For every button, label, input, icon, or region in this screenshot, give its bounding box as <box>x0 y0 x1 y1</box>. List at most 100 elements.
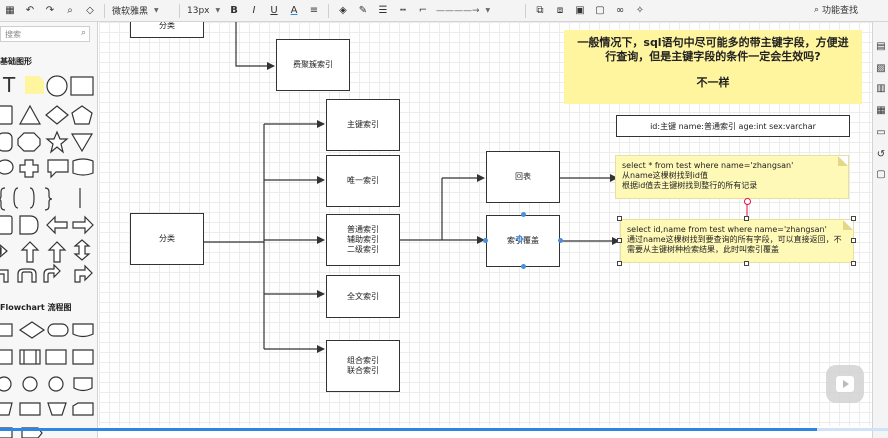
feature-search[interactable]: ⌕ 功能查找 <box>813 3 858 17</box>
back-to-table-box[interactable]: 回表 <box>486 151 560 203</box>
resize-handle[interactable] <box>851 216 856 221</box>
page-panel-icon[interactable]: ▥ <box>876 82 886 94</box>
flowchart-section-title[interactable]: Flowchart 流程图 <box>0 303 72 312</box>
up-arrow-alt-shape <box>47 241 67 263</box>
line-width-icon[interactable]: ☰ <box>378 5 388 16</box>
resize-handle[interactable] <box>617 238 622 243</box>
table-fields-box[interactable]: id:主键 name:普通索引 age:int sex:varchar <box>616 115 850 137</box>
underline-button[interactable]: U <box>270 5 278 16</box>
lock-icon[interactable]: ▣ <box>575 5 585 16</box>
line-color-icon[interactable]: ✎ <box>358 5 368 16</box>
search-icon: ⌕ <box>813 4 819 15</box>
question-note[interactable]: 一般情况下，sql语句中尽可能多的带主键字段，方便进行查询，但是主键字段的条件一… <box>564 30 862 104</box>
arrow-style-icon: ————→ <box>436 5 480 16</box>
rectangle-shape <box>70 76 94 96</box>
resize-handle[interactable] <box>744 216 749 221</box>
multi-document-shape <box>73 377 93 392</box>
arrange-icon[interactable]: ▦ <box>5 5 15 16</box>
group-icon[interactable]: ▢ <box>595 5 605 16</box>
text-shape: T <box>2 73 16 97</box>
image-panel-icon[interactable]: ▨ <box>876 62 886 74</box>
font-size-select[interactable]: 13px▼ <box>184 3 224 19</box>
normal-index-box[interactable]: 普通索引 辅助索引 二级索引 <box>326 214 400 266</box>
layers-panel-icon[interactable]: ▦ <box>876 104 886 116</box>
bring-front-icon[interactable]: ⧉ <box>536 5 544 16</box>
magic-icon[interactable]: ✧ <box>635 5 645 16</box>
connection-point[interactable] <box>483 238 488 243</box>
delay-shape <box>19 215 39 235</box>
send-back-icon[interactable]: ⧈ <box>556 5 564 16</box>
rotate-handle[interactable] <box>744 198 751 205</box>
octagon-shape <box>17 132 41 152</box>
note2-desc: 通过name这棵树找到要查询的所有字段，可以直接返回，不需要从主键树种检索结果，… <box>627 235 842 254</box>
pentagon-shape <box>71 105 93 125</box>
category-top-box[interactable]: 分类 <box>130 22 204 38</box>
align-icon[interactable]: ≡ <box>309 5 319 16</box>
u-turn-shape <box>17 268 37 283</box>
callout-shape <box>47 159 69 179</box>
connection-point[interactable] <box>521 212 526 217</box>
link-icon[interactable]: ∞ <box>615 5 625 16</box>
note-shape <box>25 76 44 94</box>
right-arrow-shape <box>72 215 94 235</box>
card-shape <box>0 215 13 235</box>
resize-handle[interactable] <box>851 261 856 266</box>
basic-shapes-section-title[interactable]: 基础图形 <box>0 57 32 66</box>
divider <box>525 3 526 18</box>
text-color-button[interactable]: A <box>290 5 298 16</box>
play-button[interactable] <box>826 365 864 403</box>
undo-icon[interactable]: ↶ <box>25 5 35 16</box>
note-fold <box>838 156 848 166</box>
category-box[interactable]: 分类 <box>130 213 204 265</box>
connection-point[interactable] <box>558 238 563 243</box>
basic-shapes-grid[interactable]: T <box>0 70 98 300</box>
fill-color-icon[interactable]: ◈ <box>339 5 347 16</box>
divider <box>179 3 180 18</box>
resize-handle[interactable] <box>744 261 749 266</box>
star-shape <box>45 130 69 154</box>
flowchart-shapes-grid[interactable] <box>0 318 98 438</box>
terminator-shape <box>47 323 69 337</box>
card-alt-shape <box>72 402 94 416</box>
summing-junction-shape <box>48 376 64 392</box>
video-progress-bar[interactable] <box>0 428 888 431</box>
shape-library-panel: 搜索 ⌕ 基础图形 T <box>0 22 98 438</box>
font-family-value: 微软雅黑 <box>112 7 149 17</box>
redo-icon[interactable]: ↷ <box>45 5 55 16</box>
format-painter-icon[interactable]: ⌕ <box>67 5 73 16</box>
clustered-index-box[interactable]: 费聚簇索引 <box>276 39 350 91</box>
move-icon[interactable]: ✥ <box>515 233 525 246</box>
format-panel-icon[interactable]: ▤ <box>876 40 886 52</box>
eraser-icon[interactable]: ◇ <box>86 5 94 16</box>
outline-panel-icon[interactable]: ▢ <box>876 168 886 180</box>
unique-index-box[interactable]: 唯一索引 <box>326 155 400 207</box>
fulltext-index-box[interactable]: 全文索引 <box>326 275 400 318</box>
connector-shape <box>0 376 12 392</box>
connection-point[interactable] <box>521 264 526 269</box>
resize-handle[interactable] <box>617 261 622 266</box>
arrow-style-select[interactable]: ————→▼ <box>433 3 521 19</box>
composite-index-box[interactable]: 组合索引 联合索引 <box>326 340 400 392</box>
brace-right-shape <box>44 187 53 211</box>
comment-panel-icon[interactable]: ▭ <box>876 126 886 138</box>
font-family-select[interactable]: 微软雅黑▼ <box>109 3 175 19</box>
bold-button[interactable]: B <box>230 5 238 16</box>
drawing-canvas[interactable]: 分类 费聚簇索引 主键索引 唯一索引 普通索引 辅助索引 二级索引 全文索引 组… <box>99 22 872 426</box>
shape-search-input[interactable]: 搜索 ⌕ <box>0 26 90 42</box>
circle-shape <box>46 75 68 97</box>
diamond-shape <box>45 105 69 125</box>
decision-shape <box>18 321 46 339</box>
covering-index-note[interactable]: select id,name from test where name='zha… <box>620 219 854 263</box>
document-shape <box>72 323 94 338</box>
italic-button[interactable]: I <box>252 5 256 16</box>
resize-handle[interactable] <box>617 216 622 221</box>
rectangle-shape <box>0 105 13 125</box>
divider <box>328 3 329 18</box>
primary-key-index-box[interactable]: 主键索引 <box>326 99 400 151</box>
connector-icon[interactable]: ⌐ <box>418 5 428 16</box>
line-style-icon[interactable]: ┅ <box>399 5 407 16</box>
resize-handle[interactable] <box>851 238 856 243</box>
back-to-table-note[interactable]: select * from test where name='zhangsan'… <box>615 155 849 199</box>
history-panel-icon[interactable]: ↺ <box>876 148 886 160</box>
